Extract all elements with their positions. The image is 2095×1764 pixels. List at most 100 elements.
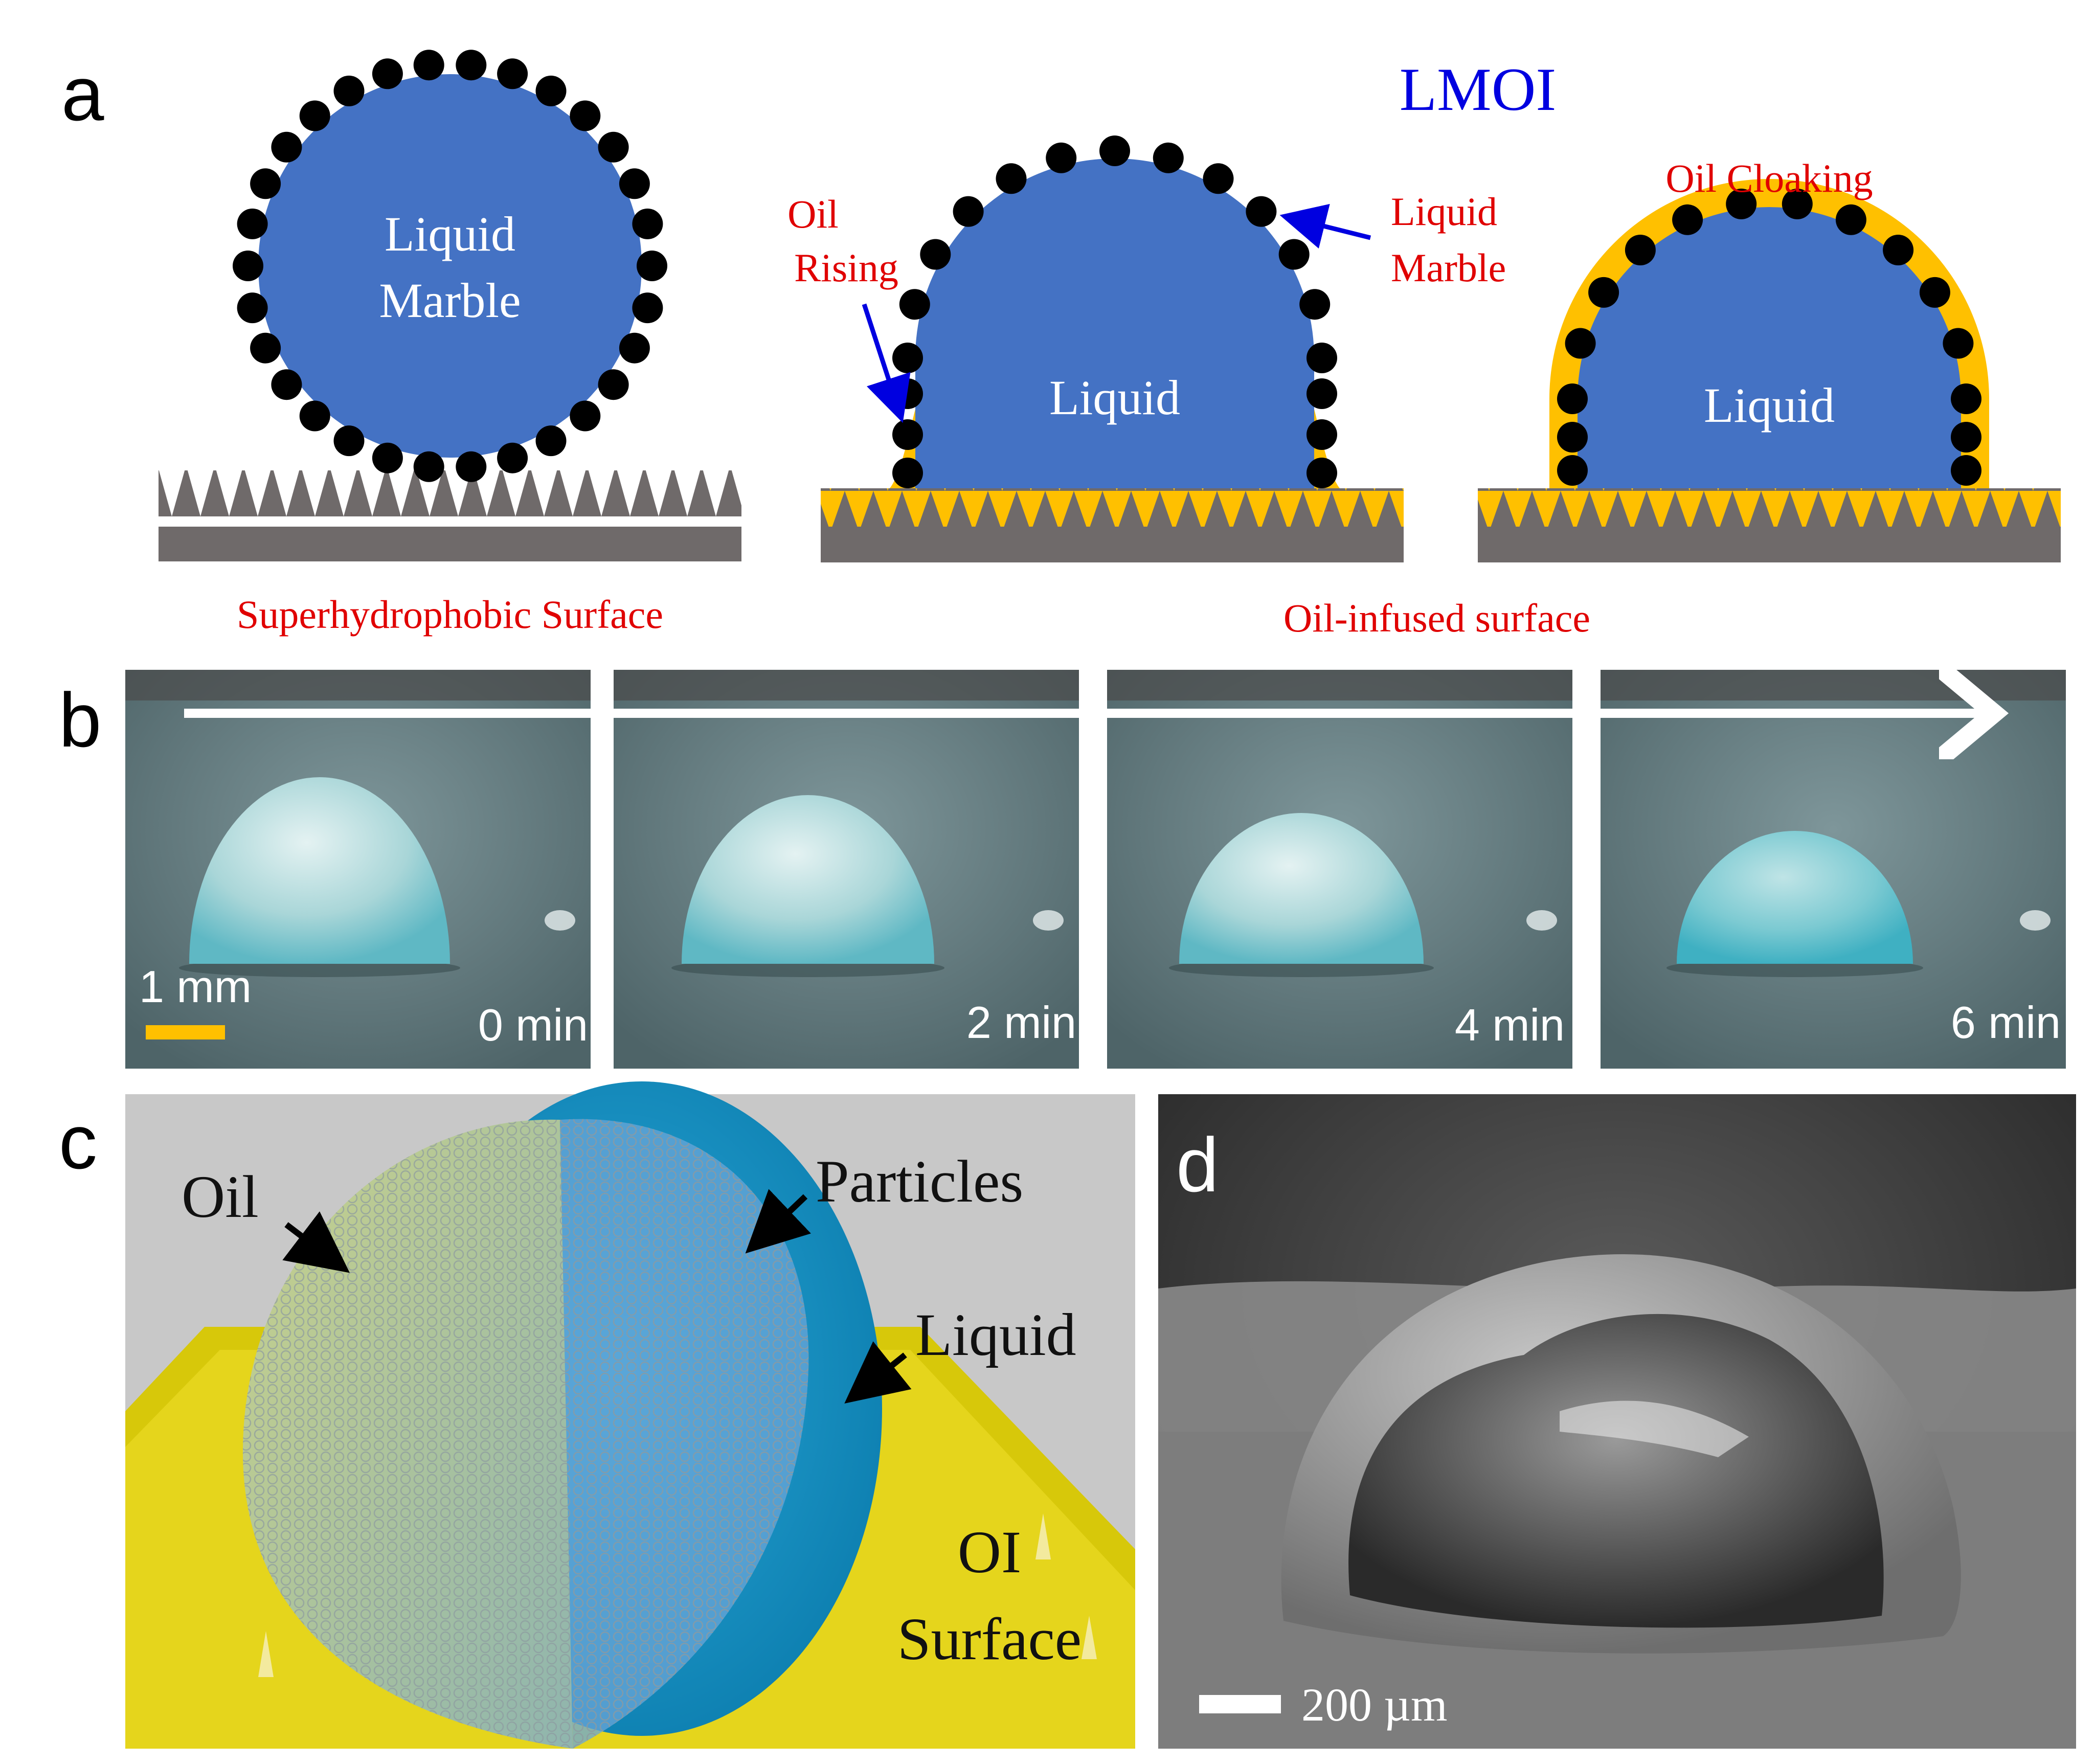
panel-b: b 1 mm 0 min 2 min 4 min 6 min — [59, 670, 2066, 1069]
particle — [632, 292, 663, 323]
particle — [637, 251, 667, 281]
time-lapse-frames — [125, 670, 2066, 1069]
scale-bar-200um — [1199, 1695, 1281, 1713]
oil-rising-line1: Oil — [787, 192, 839, 236]
time-label-4: 4 min — [1455, 1000, 1565, 1050]
marble-label-line2: Marble — [379, 273, 521, 328]
oil-infused-surface-middle — [821, 488, 1404, 562]
particle — [536, 76, 567, 106]
panel-c: c Oil Particles Liquid OI Surface — [59, 1081, 1135, 1749]
liquid-label-middle: Liquid — [1049, 370, 1180, 425]
particle — [497, 58, 528, 89]
time-label-2: 2 min — [966, 997, 1076, 1048]
liquid-marble-line2: Marble — [1391, 245, 1506, 290]
oil-rising-line2: Rising — [794, 245, 898, 290]
particle — [233, 251, 263, 281]
particle — [1153, 143, 1184, 173]
particle — [892, 343, 923, 373]
particle — [892, 458, 923, 488]
marble-label-line1: Liquid — [385, 207, 515, 261]
particle — [570, 401, 600, 432]
particle — [372, 58, 403, 89]
particle — [1099, 135, 1130, 166]
particle — [1951, 455, 1981, 486]
particle — [414, 451, 444, 482]
lmoi-title: LMOI — [1400, 55, 1557, 123]
particle — [1951, 383, 1981, 414]
particle — [414, 50, 444, 80]
particle — [1557, 422, 1588, 453]
oil-rising-drop: Liquid — [890, 135, 1340, 488]
scale-bar-1mm — [146, 1025, 225, 1039]
particle — [250, 168, 281, 199]
oil-cloaked-drop: Liquid — [1549, 179, 1989, 488]
particle — [1299, 289, 1330, 320]
particle — [334, 425, 365, 456]
particle — [1565, 328, 1596, 359]
liquid-label-right: Liquid — [1704, 378, 1835, 433]
particle — [953, 196, 984, 227]
particle — [1883, 235, 1913, 265]
particle — [632, 209, 663, 239]
superhydrophobic-surface — [159, 470, 741, 561]
time-label-6: 6 min — [1951, 997, 2061, 1048]
panel-d: d 200 µm — [1158, 1094, 2076, 1749]
particle — [1279, 239, 1310, 270]
frame-top-band — [614, 670, 1079, 700]
particle — [598, 369, 629, 400]
particle — [300, 401, 330, 432]
particle — [250, 333, 281, 364]
particle — [536, 425, 567, 456]
particle — [1943, 328, 1973, 359]
particle — [920, 239, 951, 270]
scale-label-200um: 200 µm — [1301, 1679, 1448, 1731]
particle — [1046, 143, 1076, 173]
oil-infused-label: Oil-infused surface — [1283, 596, 1590, 640]
oil-label: Oil — [182, 1163, 259, 1230]
time-label-0: 0 min — [478, 1000, 588, 1050]
particle — [1557, 455, 1588, 486]
small-particle-cluster — [1033, 910, 1064, 931]
particle — [456, 451, 486, 482]
particle — [497, 443, 528, 473]
panel-label-a: a — [61, 51, 104, 137]
panel-label-c: c — [59, 1099, 97, 1185]
scale-label-1mm: 1 mm — [139, 961, 252, 1012]
particle — [456, 50, 486, 80]
panel-a: a LMOI Liquid Marble Superhydrophobic Su… — [61, 50, 2061, 640]
liquid-marble-arrow — [1289, 217, 1370, 238]
frame-top-band — [1107, 670, 1572, 700]
particle — [237, 292, 268, 323]
liquid-label: Liquid — [915, 1301, 1076, 1368]
particle — [1306, 458, 1337, 488]
small-particle-cluster — [1526, 910, 1557, 931]
particle — [1625, 235, 1656, 265]
particle — [237, 209, 268, 239]
particle — [598, 132, 629, 163]
particle — [1951, 422, 1981, 453]
particle — [271, 369, 302, 400]
particle — [1588, 277, 1619, 308]
small-particle-cluster — [545, 910, 575, 931]
particle — [1557, 383, 1588, 414]
particle — [619, 168, 650, 199]
frame-top-band — [1601, 670, 2066, 700]
particle — [372, 443, 403, 473]
oi-label-line1: OI — [958, 1519, 1022, 1586]
particle — [334, 76, 365, 106]
oil-cloaking-label: Oil Cloaking — [1665, 156, 1873, 200]
particle — [271, 132, 302, 163]
oil-infused-surface-right — [1478, 488, 2061, 562]
oi-label-line2: Surface — [897, 1605, 1082, 1672]
liquid-marble-line1: Liquid — [1391, 189, 1497, 234]
panel-label-b: b — [59, 677, 101, 763]
particle — [899, 289, 930, 320]
particle — [619, 333, 650, 364]
particle — [1203, 163, 1234, 194]
particle — [892, 419, 923, 450]
particle — [996, 163, 1027, 194]
frame-top-band — [125, 670, 591, 700]
particle — [300, 101, 330, 131]
particle — [570, 101, 600, 131]
